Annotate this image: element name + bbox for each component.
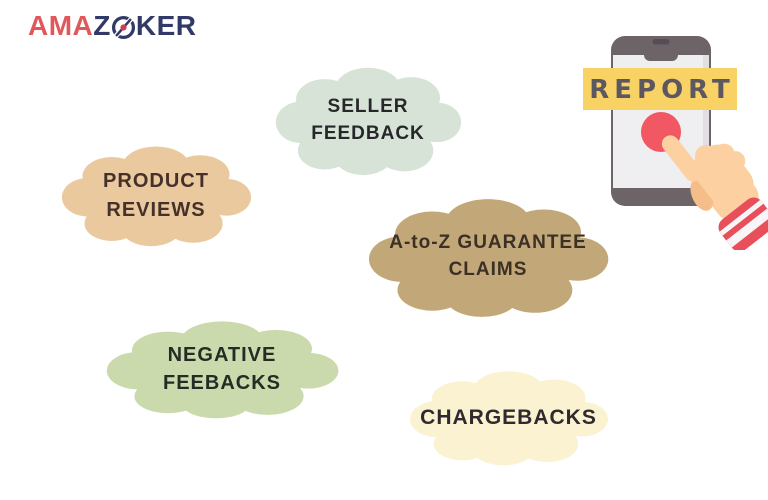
cloud-label: A-to-Z GUARANTEE CLAIMS (364, 195, 612, 319)
cloud-chargebacks: CHARGEBACKS (406, 368, 611, 467)
cloud-label-line: FEEDBACK (311, 122, 425, 144)
cloud-label-line: CLAIMS (448, 259, 528, 280)
cloud-label: CHARGEBACKS (406, 368, 611, 467)
logo-compass-o-icon (111, 15, 135, 39)
cloud-label-line: NEGATIVE (167, 343, 277, 366)
cloud-label: PRODUCT REVIEWS (58, 143, 254, 248)
cloud-a-to-z-guarantee-claims: A-to-Z GUARANTEE CLAIMS (364, 195, 612, 319)
logo-text-ker: KER (135, 10, 197, 41)
phone-notch (644, 49, 678, 61)
cloud-label-line: SELLER (327, 95, 409, 117)
wristband-stripe (719, 199, 764, 236)
cloud-label-line: REVIEWS (106, 198, 206, 221)
report-banner (583, 68, 737, 110)
cloud-product-reviews: PRODUCT REVIEWS (58, 143, 254, 248)
hand-fist (692, 144, 754, 209)
logo-text-ama: AMA (28, 10, 94, 41)
cloud-label-line: PRODUCT (103, 170, 209, 193)
phone-screen-edge-shade (703, 55, 709, 188)
cloud-label-line: CHARGEBACKS (420, 405, 597, 429)
logo-text-z: Z (93, 10, 111, 41)
cloud-negative-feebacks: NEGATIVE FEEBACKS (102, 318, 342, 420)
report-phone-graphic: REPORT (583, 36, 768, 250)
wristband (718, 197, 768, 250)
cloud-seller-feedback: SELLER FEEDBACK (272, 64, 464, 177)
report-banner-label: REPORT (589, 75, 735, 105)
phone-speaker-icon (652, 39, 670, 45)
cloud-label-line: FEEBACKS (162, 372, 281, 394)
pointing-hand-icon (661, 135, 768, 250)
cloud-label: NEGATIVE FEEBACKS (102, 318, 342, 420)
hand-index-finger (661, 135, 702, 182)
amazoker-logo: AMA Z KER (28, 12, 197, 40)
wristband-stripe (726, 208, 768, 248)
cloud-label-line: A-to-Z GUARANTEE (389, 232, 587, 254)
cloud-label: SELLER FEEDBACK (272, 64, 464, 177)
